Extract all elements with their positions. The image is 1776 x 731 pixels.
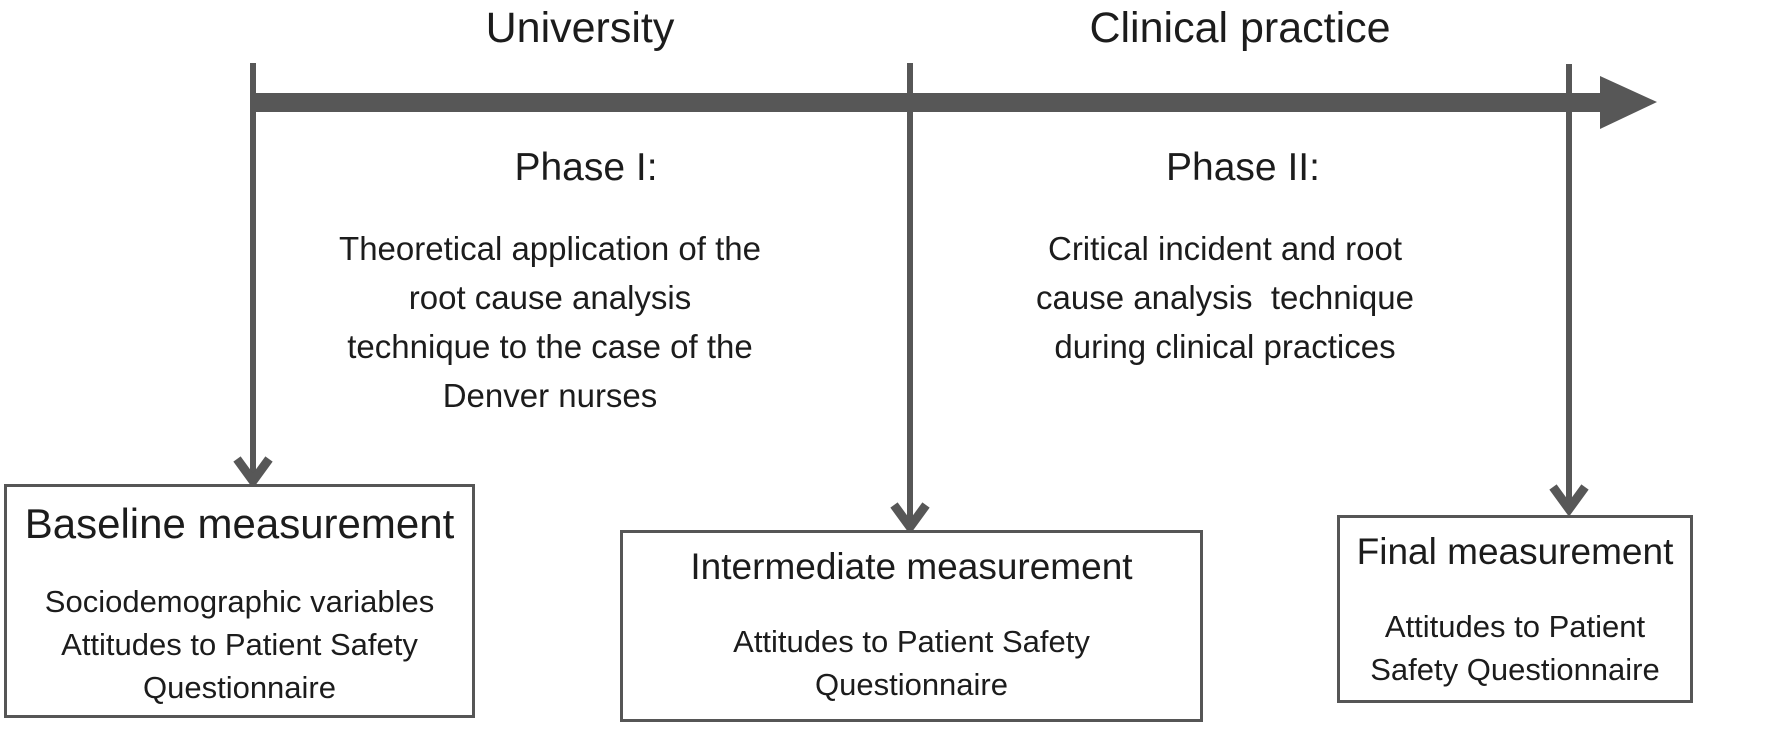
setting-label-university: University [485, 4, 675, 52]
box-line: Attitudes to Patient Safety [733, 624, 1090, 659]
down-arrowhead-icon [233, 456, 273, 489]
final-down-arrow [1549, 64, 1589, 517]
description-line: cause analysis technique [1036, 279, 1414, 316]
timeline-arrowhead-icon [1600, 76, 1657, 129]
description-line: Denver nurses [442, 377, 658, 414]
description-line: Theoretical application of the [339, 230, 761, 267]
down-arrowhead-icon [1549, 484, 1589, 517]
intermediate-measurement-box: Intermediate measurement Attitudes to Pa… [620, 530, 1203, 722]
box-line: Attitudes to Patient Safety [61, 627, 418, 662]
box-body: Attitudes to Patient Safety Questionnair… [1340, 605, 1690, 691]
box-line: Sociodemographic variables [44, 584, 435, 619]
final-measurement-box: Final measurement Attitudes to Patient S… [1337, 515, 1693, 703]
box-line: Questionnaire [142, 670, 336, 705]
box-body: Sociodemographic variables Attitudes to … [7, 580, 472, 709]
baseline-down-arrow [233, 63, 273, 489]
box-title: Intermediate measurement [690, 546, 1133, 587]
description-line: Critical incident and root [1047, 230, 1402, 267]
description-line: during clinical practices [1054, 328, 1396, 365]
phase-2-description: Critical incident and root cause analysi… [1015, 224, 1435, 371]
setting-label-clinical-practice: Clinical practice [1089, 4, 1391, 52]
description-line: technique to the case of the [347, 328, 753, 365]
box-line: Attitudes to Patient [1384, 609, 1646, 644]
description-line: root cause analysis [408, 279, 692, 316]
box-line: Questionnaire [814, 667, 1008, 702]
box-title: Final measurement [1356, 531, 1674, 572]
phase-2-heading: Phase II: [1166, 146, 1320, 189]
phase-1-description: Theoretical application of the root caus… [320, 224, 780, 420]
box-line: Safety Questionnaire [1370, 652, 1660, 687]
intermediate-down-arrow [890, 63, 930, 535]
baseline-measurement-box: Baseline measurement Sociodemographic va… [4, 484, 475, 718]
down-arrowhead-icon [890, 502, 930, 535]
phase-1-heading: Phase I: [514, 146, 658, 189]
timeline-axis-bar [250, 93, 1606, 112]
box-body: Attitudes to Patient Safety Questionnair… [623, 620, 1200, 706]
box-title: Baseline measurement [24, 500, 455, 547]
